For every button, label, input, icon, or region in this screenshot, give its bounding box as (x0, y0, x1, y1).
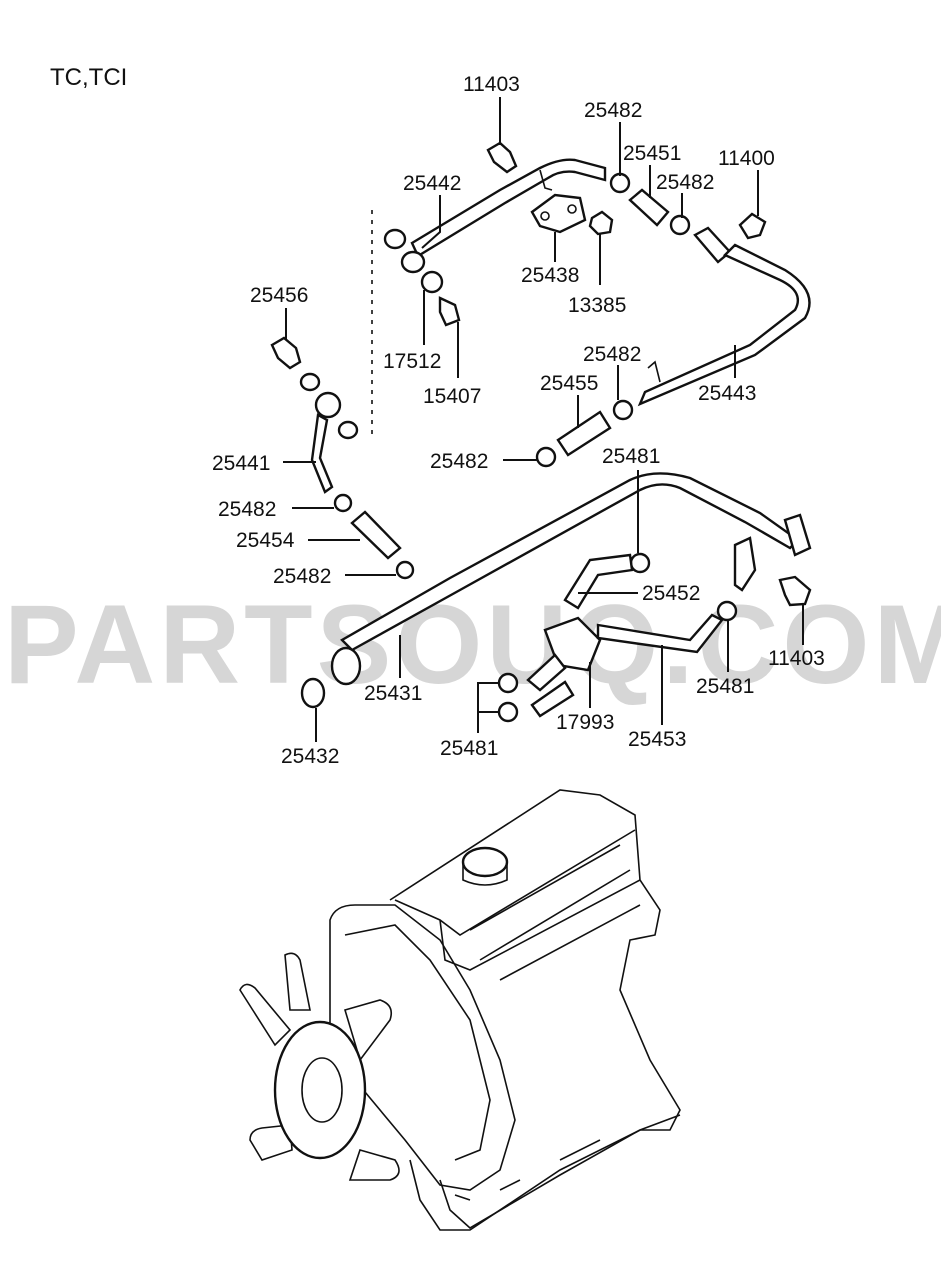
pipe-25442-branch (539, 169, 553, 191)
callout-25481-a[interactable]: 25481 (602, 445, 660, 468)
lower-pipe-group (300, 472, 812, 723)
oil-filler-cap (461, 846, 509, 878)
pipe-bracket[interactable] (733, 536, 757, 592)
engine-head (394, 829, 641, 971)
nut-13385[interactable] (588, 210, 614, 236)
pipe-25443[interactable] (637, 243, 811, 407)
engine-head-detail (469, 844, 641, 981)
clamp-25481-b[interactable] (716, 600, 738, 622)
timing-cover-inner (344, 924, 491, 1161)
timing-cover (329, 904, 516, 1191)
washer-left-a[interactable] (299, 372, 321, 392)
fan-blade-5 (348, 1149, 400, 1181)
leader-c28 (477, 682, 499, 733)
bolt-11403-top[interactable] (486, 141, 518, 174)
leader-lines (283, 97, 804, 742)
fitting-17993-hose-b[interactable] (530, 680, 575, 718)
callout-25454[interactable]: 25454 (236, 529, 295, 552)
callout-11403-lower[interactable]: 11403 (768, 647, 825, 670)
callout-25432[interactable]: 25432 (281, 745, 339, 768)
callout-13385[interactable]: 13385 (568, 294, 626, 317)
clamp-25482-c[interactable] (612, 399, 634, 421)
left-pipe-group (270, 336, 415, 580)
callout-25482-e[interactable]: 25482 (218, 498, 276, 521)
engine-block-top (389, 789, 681, 1231)
bolt-15407[interactable] (438, 296, 461, 327)
callout-25482-c[interactable]: 25482 (583, 343, 641, 366)
callout-25442[interactable]: 25442 (403, 172, 461, 195)
callout-17993[interactable]: 17993 (556, 711, 614, 734)
callout-17512[interactable]: 17512 (383, 350, 441, 373)
gasket-25432[interactable] (300, 677, 326, 709)
callout-25482-d[interactable]: 25482 (430, 450, 488, 473)
bracket-hole-2 (567, 204, 577, 214)
bolt-11400[interactable] (738, 212, 767, 240)
callout-25455[interactable]: 25455 (540, 372, 598, 395)
callout-11403-top[interactable]: 11403 (463, 73, 520, 96)
washer-left-b[interactable] (337, 420, 359, 440)
fan-hub (273, 1020, 367, 1160)
pipe-25441[interactable] (310, 413, 334, 494)
callout-25451[interactable]: 25451 (623, 142, 681, 165)
clamp-25482-e[interactable] (333, 493, 353, 513)
hose-25451[interactable] (628, 188, 670, 227)
callout-25482-a[interactable]: 25482 (584, 99, 642, 122)
callout-25431[interactable]: 25431 (364, 682, 422, 705)
fan-blade-2 (239, 983, 292, 1047)
bolt-11403-lower[interactable] (778, 575, 812, 607)
callout-25456[interactable]: 25456 (250, 284, 308, 307)
callout-labels: 11403 25482 25451 11400 25482 25442 2543… (212, 73, 825, 768)
bolt-25456[interactable] (270, 336, 302, 370)
banjo-fitting[interactable] (400, 250, 426, 274)
callout-11400[interactable]: 11400 (718, 147, 775, 170)
fitting-17993-hose-a[interactable] (526, 653, 567, 692)
oil-pan (439, 1114, 681, 1229)
fan-hub-inner (301, 1057, 343, 1123)
callout-25482-f[interactable]: 25482 (273, 565, 331, 588)
clamp-25482-b[interactable] (669, 214, 691, 236)
callout-25441[interactable]: 25441 (212, 452, 270, 475)
variant-label: TC,TCI (50, 64, 127, 91)
bracket-hole-1 (540, 211, 550, 221)
callout-25443[interactable]: 25443 (698, 382, 756, 405)
leader-c6 (421, 195, 441, 249)
fan-blade-1 (284, 952, 311, 1011)
bracket-25438[interactable] (530, 193, 587, 234)
upper-pipe-group (371, 141, 811, 468)
clamp-25482-d[interactable] (535, 446, 557, 468)
callout-25453[interactable]: 25453 (628, 728, 686, 751)
clamp-25481-d[interactable] (497, 701, 519, 723)
hose-25455[interactable] (556, 410, 612, 457)
pipe-25442[interactable] (410, 158, 607, 258)
clamp-25481-c[interactable] (497, 672, 519, 694)
callout-25481-c[interactable]: 25481 (440, 737, 498, 760)
callout-25452[interactable]: 25452 (642, 582, 700, 605)
hose-25454[interactable] (350, 510, 402, 560)
fan-blade-4 (344, 999, 393, 1062)
callout-25481-b[interactable]: 25481 (696, 675, 754, 698)
pipe-25453[interactable] (596, 613, 724, 654)
pipe-25443-end (647, 360, 661, 383)
pipe-25431-end[interactable] (783, 513, 812, 557)
washer-upper-left[interactable] (383, 228, 407, 250)
oil-cap-neck (462, 862, 508, 886)
clamp-25482-f[interactable] (395, 560, 415, 580)
pipe-25431-flange[interactable] (330, 646, 362, 686)
valve-fitting[interactable] (693, 226, 732, 264)
callout-25482-b[interactable]: 25482 (656, 171, 714, 194)
watermark: PARTSOUQ.COM (4, 582, 941, 707)
callout-25438[interactable]: 25438 (521, 264, 579, 287)
hose-25452[interactable] (563, 553, 634, 610)
banjo-25441[interactable] (314, 391, 342, 419)
gasket-17512[interactable] (420, 270, 444, 294)
clamp-25482-a[interactable] (609, 172, 631, 194)
clamp-25481-a[interactable] (629, 552, 651, 574)
callout-15407[interactable]: 15407 (423, 385, 481, 408)
engine-illustration (239, 789, 681, 1231)
oil-pan-detail (454, 1139, 601, 1201)
